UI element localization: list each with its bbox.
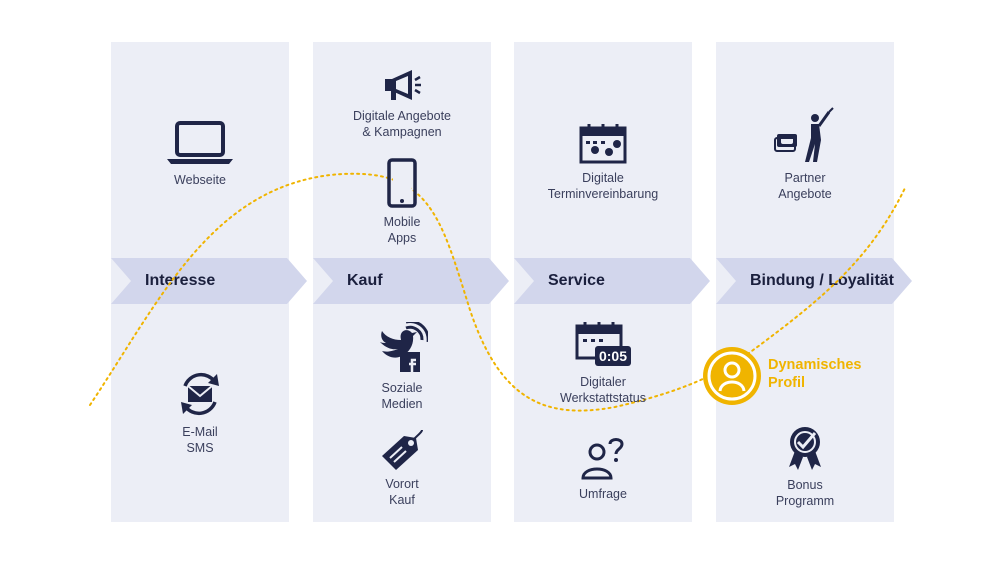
- item-digitale-angebote: Digitale Angebote & Kampagnen: [313, 68, 491, 140]
- person-question-icon: [581, 438, 624, 480]
- item-umfrage: Umfrage: [514, 438, 692, 502]
- laptop-icon: [167, 121, 233, 164]
- item-mobile-apps: Mobile Apps: [313, 158, 491, 246]
- item-partner-angebote: Partner Angebote: [716, 106, 894, 202]
- stage-arrow-bindung: Bindung / Loyalität: [716, 258, 912, 304]
- golfer-icon: [774, 107, 834, 162]
- calendar-check-icon: [579, 124, 627, 164]
- award-badge-icon: [789, 427, 821, 470]
- item-vorort-kauf: Vorort Kauf: [313, 430, 491, 508]
- item-label: Vorort Kauf: [385, 477, 419, 507]
- item-soziale-medien: Soziale Medien: [313, 322, 491, 412]
- item-label: Digitale Angebote & Kampagnen: [353, 109, 451, 139]
- item-label: Digitale Terminvereinbarung: [547, 171, 659, 201]
- item-label: Partner Angebote: [778, 171, 832, 201]
- timer-text: 0:05: [598, 348, 628, 364]
- item-label: Soziale Medien: [381, 381, 423, 411]
- item-label: Umfrage: [579, 487, 627, 501]
- item-email-sms: E-Mail SMS: [111, 370, 289, 456]
- calendar-timer-icon: 0:05: [573, 320, 633, 368]
- item-label: E-Mail SMS: [182, 425, 218, 455]
- stage-arrow-service: Service: [514, 258, 710, 304]
- stage-label: Interesse: [145, 272, 216, 289]
- profile-circle-icon: [703, 347, 761, 405]
- stage-label: Service: [548, 272, 605, 289]
- stage-label: Bindung / Loyalität: [750, 272, 894, 289]
- item-label: Mobile Apps: [383, 215, 421, 245]
- megaphone-icon: [385, 70, 421, 100]
- item-bonus-programm: Bonus Programm: [716, 425, 894, 509]
- item-werkstattstatus: 0:05 Digitaler Werkstattstatus: [514, 320, 692, 406]
- profile-label: Dynamisches Profil: [768, 357, 862, 391]
- social-media-icon: [380, 322, 428, 372]
- stage-arrow-interesse: Interesse: [111, 258, 307, 304]
- item-label: Digitaler Werkstattstatus: [560, 375, 646, 405]
- item-terminvereinbarung: Digitale Terminvereinbarung: [514, 122, 692, 202]
- item-label: Bonus Programm: [775, 478, 835, 508]
- stage-arrow-kauf: Kauf: [313, 258, 509, 304]
- smartphone-icon: [387, 158, 417, 208]
- stage-label: Kauf: [347, 272, 383, 289]
- item-webseite: Webseite: [111, 120, 289, 188]
- email-sync-icon: [181, 372, 219, 416]
- price-tag-icon: [382, 430, 423, 470]
- item-label: Webseite: [174, 173, 226, 187]
